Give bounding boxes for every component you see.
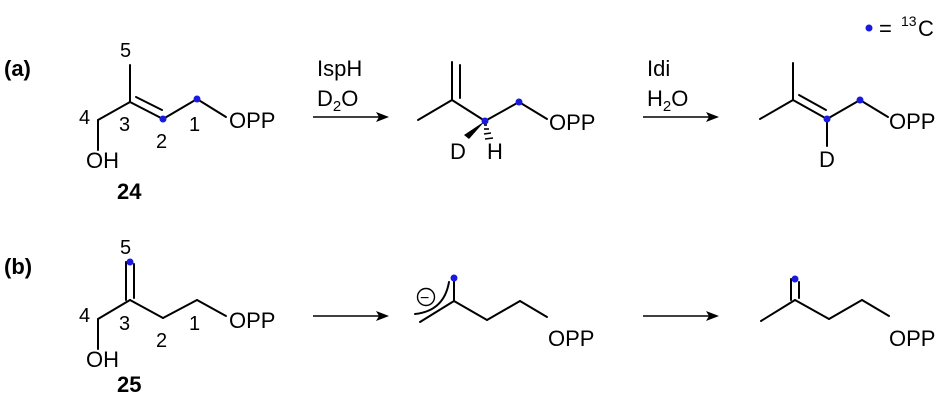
isotope-legend: = 13 C	[865, 13, 934, 41]
product-b: OPP	[760, 275, 935, 351]
compound-25-oh: OH	[86, 347, 119, 372]
product-b-opp: OPP	[889, 326, 935, 351]
atom-number-5: 5	[120, 40, 131, 62]
intermediate-a: OPP D H	[417, 61, 595, 164]
panel-a-tag: (a)	[4, 56, 31, 81]
label-dot-c2	[159, 115, 167, 123]
panel-b: (b) OPP OH 5 4 3 2 1 25	[4, 237, 935, 397]
atom-number-2b: 2	[156, 330, 167, 352]
legend-isotope-element: C	[918, 16, 934, 41]
negative-charge-icon	[416, 287, 436, 307]
compound-24-label: 24	[117, 179, 142, 204]
intermediate-b-opp: OPP	[548, 326, 594, 351]
label-dot-product-b	[791, 275, 799, 283]
atom-number-3b: 3	[119, 313, 130, 335]
negative-charge-sign: −	[420, 290, 429, 307]
product-a-d: D	[819, 147, 835, 172]
label-dot-ch2-product	[856, 96, 864, 104]
label-dot-carbanion	[450, 274, 458, 282]
atom-number-5b: 5	[120, 237, 131, 259]
atom-number-4b: 4	[79, 305, 90, 327]
label-dot-chd	[481, 117, 489, 125]
atom-number-1b: 1	[189, 313, 200, 335]
intermediate-b: − OPP	[414, 274, 594, 351]
reaction-arrow-b2	[643, 311, 719, 321]
product-a-opp: OPP	[889, 109, 935, 134]
arrow2-solvent: H2O	[647, 86, 688, 115]
intermediate-a-h: H	[487, 139, 503, 164]
legend-isotope-mass: 13	[901, 13, 917, 29]
legend-equals: =	[879, 16, 892, 41]
label-dot-c5	[126, 258, 134, 266]
compound-24-oh: OH	[86, 148, 119, 173]
arrow2-reagent: Idi	[647, 56, 670, 81]
compound-25-opp: OPP	[229, 308, 275, 333]
compound-24: OPP OH 5 4 3 2 1 24	[79, 40, 275, 204]
product-a: OPP D	[759, 62, 935, 172]
atom-number-4: 4	[79, 107, 90, 129]
compound-25-label: 25	[117, 372, 141, 397]
arrow1-reagent: IspH	[317, 56, 362, 81]
atom-number-3: 3	[119, 114, 130, 136]
intermediate-a-opp: OPP	[549, 110, 595, 135]
atom-number-2: 2	[156, 131, 167, 153]
arrow1-solvent: D2O	[317, 86, 358, 115]
label-dot-cd	[823, 115, 831, 123]
compound-24-opp: OPP	[229, 108, 275, 133]
label-dot-c1	[193, 95, 201, 103]
legend-label-dot	[865, 24, 873, 32]
atom-number-1: 1	[189, 114, 200, 136]
label-dot-ch2	[515, 98, 523, 106]
reaction-arrow-ispH: IspH D2O	[313, 56, 389, 122]
reaction-arrow-idi: Idi H2O	[643, 56, 719, 122]
panel-b-tag: (b)	[4, 254, 32, 279]
reaction-arrow-b1	[313, 311, 389, 321]
intermediate-a-d: D	[450, 139, 466, 164]
compound-25: OPP OH 5 4 3 2 1 25	[79, 237, 275, 397]
panel-a: (a) OPP OH 5 4 3 2 1 24 IspH D2O	[4, 40, 935, 204]
